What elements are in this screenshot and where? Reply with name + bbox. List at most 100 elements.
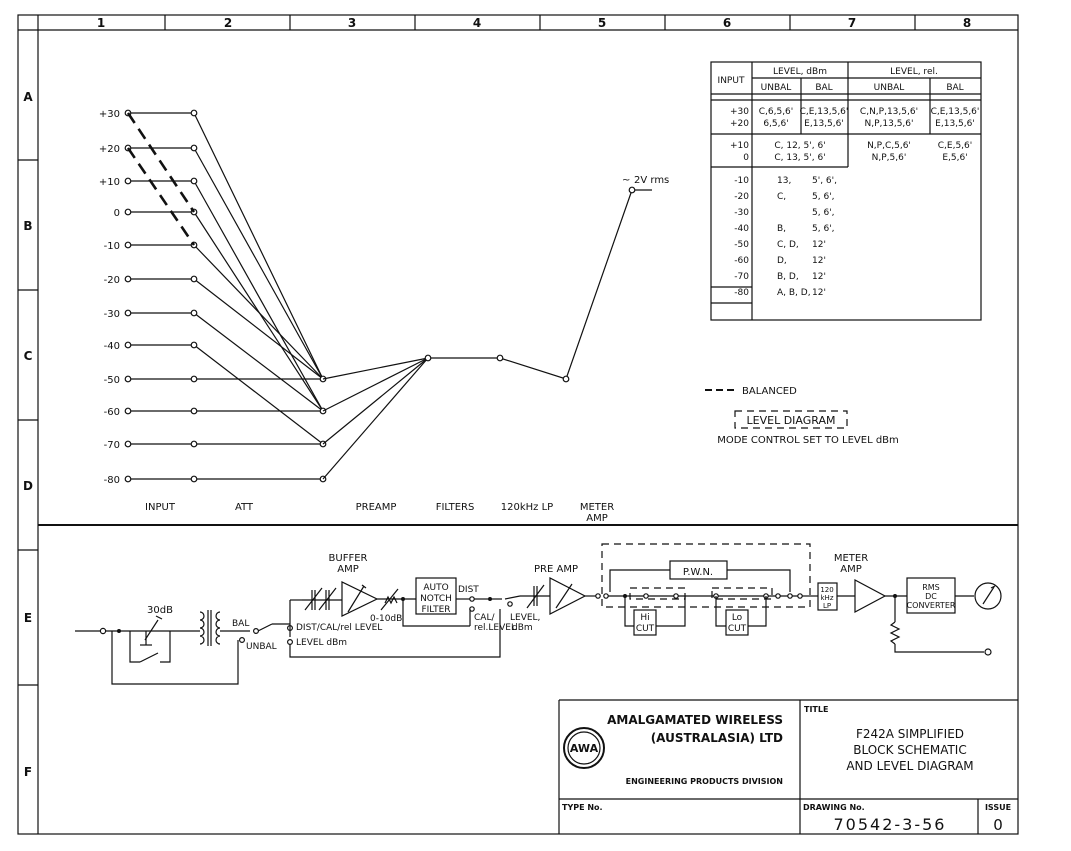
row-label-a: A bbox=[23, 90, 33, 104]
dist-cal-label: DIST/CAL/rel LEVEL bbox=[296, 623, 382, 633]
dist-contact bbox=[469, 596, 475, 602]
tilde-icon: ~ bbox=[622, 175, 630, 186]
lo-cut-block bbox=[725, 609, 749, 636]
filter-group-box bbox=[601, 543, 811, 608]
table-cell: 5, 6', bbox=[812, 208, 835, 218]
title-field-label: TITLE bbox=[804, 705, 828, 714]
table-cell: 12' bbox=[812, 288, 826, 298]
table-cell: -30 bbox=[734, 208, 749, 218]
block-schematic: 30dB BAL UNBAL DIST/CAL/rel LEVEL LEVEL … bbox=[75, 543, 1002, 685]
stage-label-lp: 120kHz LP bbox=[501, 502, 553, 513]
pre-amp-label: PRE AMP bbox=[534, 564, 578, 575]
input-trim-capacitors bbox=[302, 587, 342, 611]
gain-range-label: 0-10dB bbox=[370, 614, 402, 624]
input-level-label: +20 bbox=[99, 144, 120, 155]
drawing-number: 70542-3-56 bbox=[834, 815, 947, 834]
rms-label-1: RMS bbox=[922, 583, 940, 592]
level-table: INPUT LEVEL, dBm LEVEL, rel. UNBAL BAL U… bbox=[710, 61, 982, 321]
cal-rel-label-2: rel.LEVEL bbox=[474, 623, 516, 633]
meter-amp-node bbox=[562, 375, 570, 383]
table-cell: 13, bbox=[777, 176, 791, 186]
table-cell: 6,5,6' bbox=[763, 119, 788, 129]
input-level-node bbox=[124, 475, 132, 483]
att-level-node bbox=[190, 275, 198, 283]
att-level-node bbox=[190, 407, 198, 415]
table-cell: E,13,5,6' bbox=[935, 119, 975, 129]
input-level-label: -20 bbox=[104, 275, 120, 286]
level-dbm-label: LEVEL dBm bbox=[296, 638, 347, 648]
table-cell: +20 bbox=[730, 119, 749, 129]
lp-node bbox=[496, 354, 504, 362]
rms-label-3: CONVERTER bbox=[907, 601, 956, 610]
table-cell: E,13,5,6' bbox=[804, 119, 844, 129]
input-terminal bbox=[99, 627, 107, 635]
table-cell: N,P,5,6' bbox=[872, 153, 907, 163]
pre-amp-symbol bbox=[549, 577, 587, 615]
meter-amp-label-2: AMP bbox=[840, 564, 862, 575]
input-level-node bbox=[124, 341, 132, 349]
column-label-5: 5 bbox=[598, 16, 606, 30]
stage-label-meter: METER bbox=[580, 502, 614, 513]
input-level-label: -40 bbox=[104, 341, 120, 352]
table-cell: 12' bbox=[812, 272, 826, 282]
level-diagram-title: LEVEL DIAGRAM bbox=[747, 414, 836, 427]
auto-notch-label-1: AUTO bbox=[423, 583, 448, 593]
table-cell: -70 bbox=[734, 272, 749, 282]
input-level-label: -10 bbox=[104, 241, 120, 252]
column-dividers bbox=[164, 15, 916, 30]
table-cell: -80 bbox=[734, 288, 749, 298]
row-dividers bbox=[18, 159, 38, 686]
type-no-label: TYPE No. bbox=[562, 803, 603, 812]
table-sub-bal-1: BAL bbox=[815, 83, 832, 93]
lo-cut-label-1: Lo bbox=[732, 613, 743, 623]
level-dbm2-label-2: dBm bbox=[512, 623, 533, 633]
level-diagram: +30+20+100-10-20-30-40-50-60-70-80 ~ 2V … bbox=[99, 109, 899, 524]
table-cell: N,P,13,5,6' bbox=[865, 119, 914, 129]
table-cell: 0 bbox=[743, 153, 749, 163]
meter-amp-label-1: METER bbox=[834, 553, 868, 564]
balanced-path-line bbox=[126, 112, 196, 213]
input-level-label: -70 bbox=[104, 440, 120, 451]
att-path-line bbox=[193, 312, 324, 412]
table-input-header: INPUT bbox=[718, 76, 745, 86]
input-level-node bbox=[124, 177, 132, 185]
column-label-2: 2 bbox=[224, 16, 232, 30]
table-cell: -20 bbox=[734, 192, 749, 202]
table-sub-bal-2: BAL bbox=[946, 83, 963, 93]
att-level-node bbox=[190, 375, 198, 383]
row-label-d: D bbox=[23, 479, 33, 493]
table-cell: N,P,C,5,6' bbox=[867, 141, 911, 151]
lp-label-2: kHz bbox=[821, 594, 834, 602]
att-level-node bbox=[190, 144, 198, 152]
hi-cut-label-1: Hi bbox=[640, 613, 649, 623]
bal-label: BAL bbox=[232, 619, 249, 629]
mode-note: MODE CONTROL SET TO LEVEL dBm bbox=[717, 435, 899, 446]
att-path-line bbox=[193, 112, 324, 380]
auto-notch-label-2: NOTCH bbox=[420, 594, 452, 604]
company-name-2: (AUSTRALASIA) LTD bbox=[651, 731, 783, 745]
att-level-node bbox=[190, 109, 198, 117]
att-30db-label: 30dB bbox=[147, 605, 173, 616]
att-level-node bbox=[190, 177, 198, 185]
table-sub-unbal-2: UNBAL bbox=[874, 83, 905, 93]
hi-cut-block bbox=[633, 609, 657, 636]
table-cell: D, bbox=[777, 256, 787, 266]
stage-label-amp: AMP bbox=[586, 513, 608, 524]
att-path-line bbox=[193, 244, 324, 380]
issue-number: 0 bbox=[993, 816, 1003, 834]
column-label-8: 8 bbox=[963, 16, 971, 30]
table-cell: +30 bbox=[730, 107, 749, 117]
table-cell: -10 bbox=[734, 176, 749, 186]
buffer-amp-label-1: BUFFER bbox=[329, 553, 368, 564]
level-dbm-switch-contact bbox=[507, 601, 513, 607]
hi-cut-label-2: CUT bbox=[636, 624, 655, 634]
row-label-f: F bbox=[24, 765, 32, 779]
bal-unbal-switch bbox=[257, 623, 273, 632]
att-level-node bbox=[190, 309, 198, 317]
input-level-node bbox=[124, 309, 132, 317]
lo-cut-label-2: CUT bbox=[728, 624, 747, 634]
balanced-path-line bbox=[126, 147, 196, 246]
input-level-label: -60 bbox=[104, 407, 120, 418]
table-cell: -50 bbox=[734, 240, 749, 250]
sheet-border bbox=[17, 14, 1019, 835]
